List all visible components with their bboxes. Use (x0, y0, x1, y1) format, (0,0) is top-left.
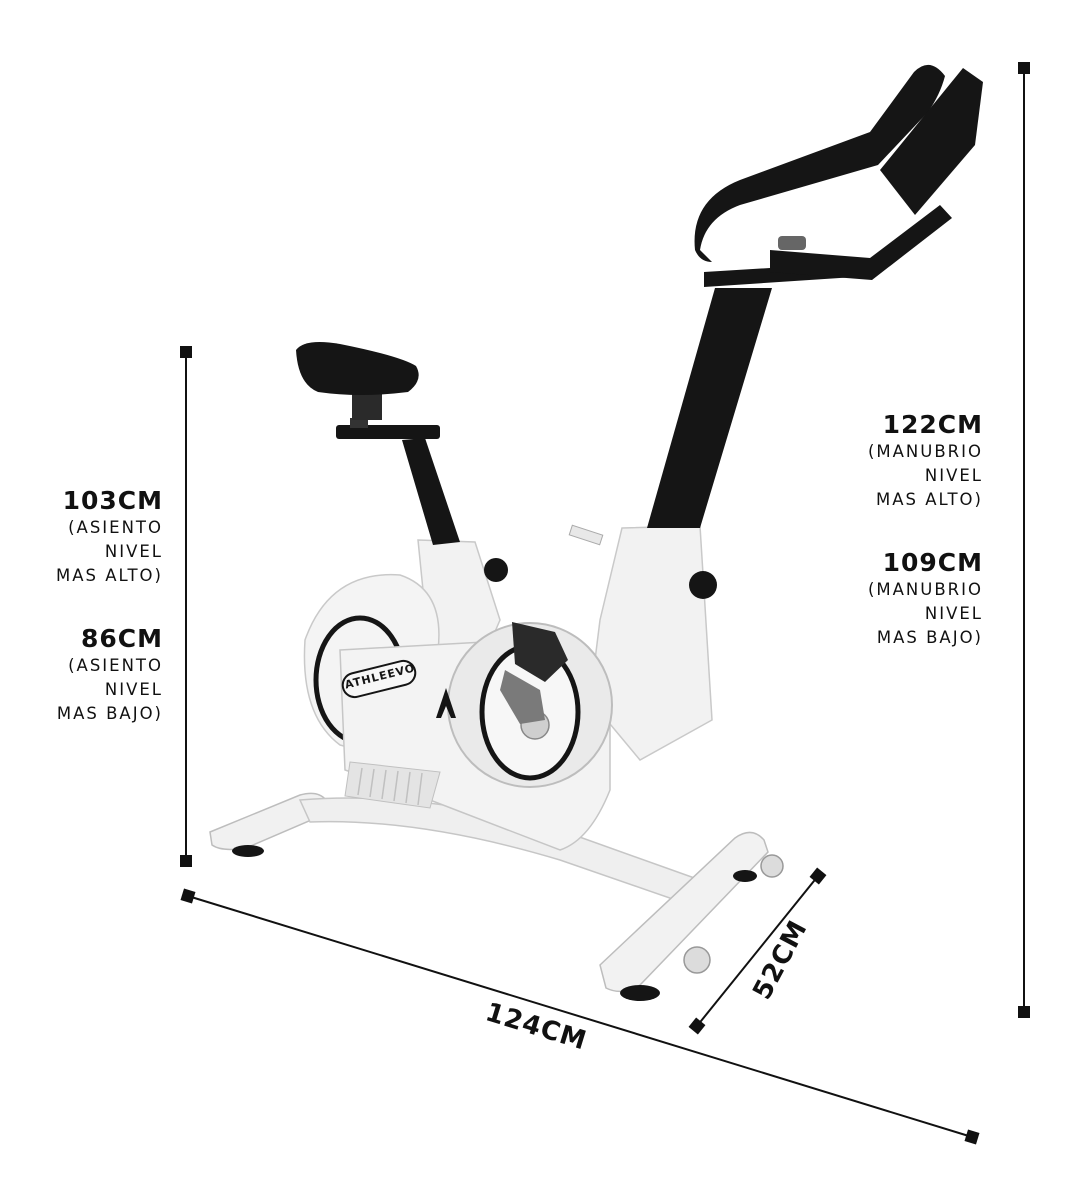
handlebar-height-dimension-line (1018, 62, 1030, 1018)
base-frame (209, 792, 784, 1001)
bike-body (303, 525, 713, 851)
handlebar-assembly (647, 64, 983, 599)
seat-min-height-note-3: MAS BAJO) (56, 704, 163, 723)
handlebar-min-height-value: 109CM (882, 548, 983, 577)
seat-min-height-value: 86CM (80, 624, 163, 653)
seat-max-height-note-2: NIVEL (104, 542, 163, 561)
seat-min-height-label: 86CM (ASIENTO NIVEL MAS BAJO) (57, 624, 163, 726)
handlebar-min-height-note-2: NIVEL (924, 604, 983, 623)
pedal (500, 524, 604, 724)
handlebar-min-height-label: 109CM (MANUBRIO NIVEL MAS BAJO) (868, 548, 983, 650)
seat-min-height-note-2: NIVEL (104, 680, 163, 699)
seat-height-dimension-line (180, 346, 192, 867)
seat-max-height-label: 103CM (ASIENTO NIVEL MAS ALTO) (56, 486, 163, 588)
handlebar-max-height-label: 122CM (MANUBRIO NIVEL MAS ALTO) (868, 410, 983, 512)
seat-assembly (296, 342, 508, 582)
seat-max-height-note-3: MAS ALTO) (56, 566, 163, 585)
handlebar-max-height-note-3: MAS ALTO) (876, 490, 983, 509)
seat-min-height-note-1: (ASIENTO (68, 656, 163, 675)
seat-max-height-value: 103CM (62, 486, 163, 515)
handlebar-min-height-note-1: (MANUBRIO (867, 580, 983, 599)
handlebar-max-height-note-2: NIVEL (924, 466, 983, 485)
length-dimension-line (180, 888, 980, 1145)
handlebar-max-height-value: 122CM (882, 410, 983, 439)
width-dimension-line (688, 867, 827, 1035)
seat-max-height-note-1: (ASIENTO (68, 518, 163, 537)
handlebar-max-height-note-1: (MANUBRIO (867, 442, 983, 461)
handlebar-min-height-note-3: MAS BAJO) (876, 628, 983, 647)
